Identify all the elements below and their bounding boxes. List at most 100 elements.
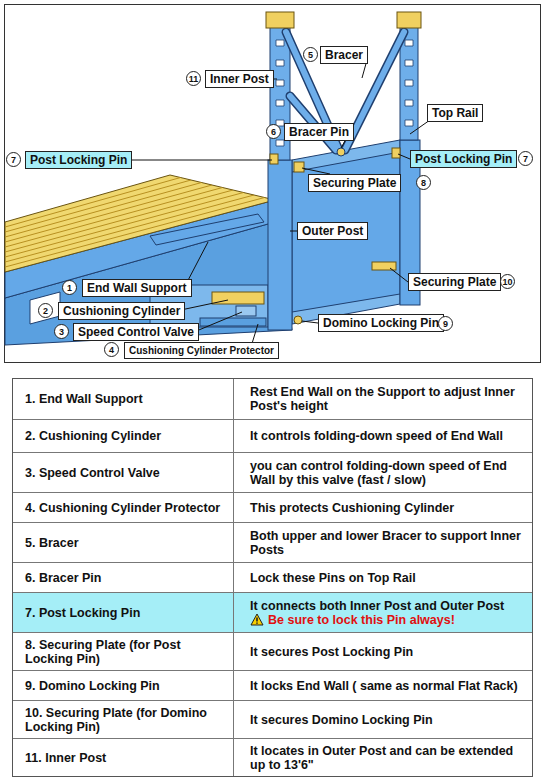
callout-number: 7 — [518, 151, 533, 166]
table-cell: 7. Post Locking Pin — [13, 593, 234, 632]
securing-plate — [294, 162, 304, 172]
warning-mark — [256, 618, 258, 624]
label-text: Cushioning Cylinder Protector — [129, 345, 274, 356]
label-text: Speed Control Valve — [78, 325, 194, 339]
part-name: 6. Bracer Pin — [25, 571, 101, 585]
callout-number: 4 — [104, 342, 119, 357]
callout-number: 3 — [54, 324, 69, 339]
table-row: 3. Speed Control Valve you can control fo… — [13, 452, 532, 492]
part-description: It secures Post Locking Pin — [250, 645, 524, 659]
label-text: Securing Plate — [413, 275, 496, 289]
table-cell: This protects Cushioning Cylinder — [234, 493, 532, 522]
callout-label: Cushioning Cylinder Protector — [124, 342, 279, 359]
table-cell: 3. Speed Control Valve — [13, 453, 234, 492]
label-text: Securing Plate — [313, 176, 396, 190]
callout-label: Outer Post — [297, 222, 368, 240]
part-description: Lock these Pins on Top Rail — [250, 571, 524, 585]
callout-label: Securing Plate — [408, 273, 501, 291]
bracer-outline — [286, 32, 404, 150]
post-locking-pin — [392, 148, 400, 158]
callout-number: 11 — [186, 71, 201, 86]
table-row: 2. Cushioning Cylinder It controls foldin… — [13, 419, 532, 452]
table-row: 10. Securing Plate (for Domino Locking P… — [13, 700, 532, 738]
part-description: It locks End Wall ( same as normal Flat … — [250, 679, 524, 693]
table-cell: 8. Securing Plate (for Post Locking Pin) — [13, 633, 234, 670]
table-cell: 10. Securing Plate (for Domino Locking P… — [13, 701, 234, 738]
callout-label: Domino Locking Pin — [318, 314, 444, 332]
frame-border — [5, 5, 541, 363]
securing-plate — [372, 262, 396, 270]
callout-label: Bracer Pin — [284, 123, 354, 141]
callout-label: Cushioning Cylinder — [58, 302, 185, 320]
parts-table: 1. End Wall Support Rest End Wall on the … — [12, 378, 533, 777]
label-text: Bracer Pin — [289, 125, 349, 139]
callout-label: Post Locking Pin — [25, 151, 132, 169]
part-description: It controls folding-down speed of End Wa… — [250, 429, 524, 443]
table-cell: It controls folding-down speed of End Wa… — [234, 420, 532, 452]
callout-label: Inner Post — [205, 70, 274, 88]
part-description: Both upper and lower Bracer to support I… — [250, 529, 524, 557]
deck-planks — [5, 178, 265, 268]
warning-line: Be sure to lock this Pin always! — [250, 613, 524, 627]
corner-casting — [397, 12, 421, 28]
table-row: 6. Bracer Pin Lock these Pins on Top Rail — [13, 562, 532, 592]
part-description: This protects Cushioning Cylinder — [250, 501, 524, 515]
part-name: 11. Inner Post — [25, 751, 106, 765]
table-row: 7. Post Locking Pin It connects both Inne… — [13, 592, 532, 632]
table-cell: 5. Bracer — [13, 523, 234, 562]
part-name: 5. Bracer — [25, 536, 79, 550]
table-cell: 4. Cushioning Cylinder Protector — [13, 493, 234, 522]
table-cell: Rest End Wall on the Support to adjust I… — [234, 379, 532, 419]
warning-text: Be sure to lock this Pin always! — [268, 613, 455, 627]
table-cell: It secures Domino Locking Pin — [234, 701, 532, 738]
warning-triangle — [251, 614, 263, 625]
table-row: 9. Domino Locking Pin It locks End Wall (… — [13, 670, 532, 700]
outer-post — [268, 160, 292, 330]
speed-control-valve — [236, 306, 256, 316]
callout-number: 5 — [303, 47, 318, 62]
table-cell: you can control folding-down speed of En… — [234, 453, 532, 492]
part-name: 2. Cushioning Cylinder — [25, 429, 161, 443]
callout-label: End Wall Support — [82, 279, 192, 297]
table-row: 11. Inner Post It locates in Outer Post a… — [13, 738, 532, 776]
corner-casting — [266, 12, 294, 28]
callout-label: Post Locking Pin — [410, 150, 517, 168]
part-description: It secures Domino Locking Pin — [250, 713, 524, 727]
table-row: 4. Cushioning Cylinder Protector This pro… — [13, 492, 532, 522]
wooden-deck — [5, 175, 275, 272]
part-description: you can control folding-down speed of En… — [250, 459, 524, 487]
part-name: 4. Cushioning Cylinder Protector — [25, 501, 220, 515]
table-cell: 2. Cushioning Cylinder — [13, 420, 234, 452]
callout-label: Securing Plate — [308, 174, 401, 192]
cylinder-protector — [200, 318, 266, 326]
table-cell: Both upper and lower Bracer to support I… — [234, 523, 532, 562]
bracer — [286, 32, 404, 150]
warning-icon — [250, 613, 264, 626]
table-cell: 9. Domino Locking Pin — [13, 671, 234, 700]
table-cell: 1. End Wall Support — [13, 379, 234, 419]
callout-number: 1 — [62, 280, 77, 295]
callout-label: Speed Control Valve — [73, 323, 199, 341]
label-text: Inner Post — [210, 72, 269, 86]
callout-number: 7 — [6, 152, 21, 167]
part-description: Rest End Wall on the Support to adjust I… — [250, 385, 524, 413]
table-cell: It locks End Wall ( same as normal Flat … — [234, 671, 532, 700]
table-row: 1. End Wall Support Rest End Wall on the … — [13, 379, 532, 419]
table-cell: 11. Inner Post — [13, 739, 234, 776]
label-text: Post Locking Pin — [415, 152, 512, 166]
table-cell: It locates in Outer Post and can be exte… — [234, 739, 532, 776]
table-cell: It secures Post Locking Pin — [234, 633, 532, 670]
part-name: 10. Securing Plate (for Domino Locking P… — [25, 706, 225, 734]
label-text: Outer Post — [302, 224, 363, 238]
part-description: It locates in Outer Post and can be exte… — [250, 744, 524, 772]
callout-number: 9 — [438, 316, 453, 331]
domino-locking-pin — [294, 316, 302, 324]
label-text: End Wall Support — [87, 281, 187, 295]
callout-number: 8 — [416, 175, 431, 190]
part-description: It connects both Inner Post and Outer Po… — [250, 599, 524, 613]
table-cell: 6. Bracer Pin — [13, 563, 234, 592]
part-name: 8. Securing Plate (for Post Locking Pin) — [25, 638, 225, 666]
post-locking-pin — [270, 154, 278, 164]
label-text: Cushioning Cylinder — [63, 304, 180, 318]
